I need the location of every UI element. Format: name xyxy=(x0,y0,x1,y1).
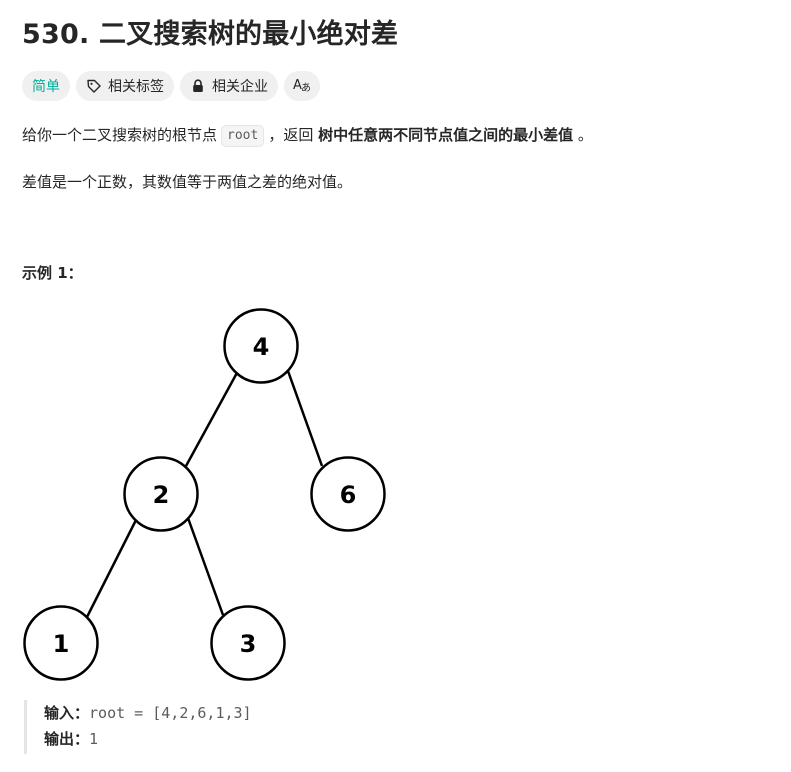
example-input-line: 输入：root = [4,2,6,1,3] xyxy=(44,700,252,726)
input-value: root = [4,2,6,1,3] xyxy=(89,704,252,722)
desc-text-after: 。 xyxy=(577,126,593,144)
tag-bar: 简单 相关标签 相关企业 A xyxy=(22,71,320,101)
svg-text:A: A xyxy=(293,78,302,92)
related-companies-button[interactable]: 相关企业 xyxy=(180,71,278,101)
tree-node-4: 4 xyxy=(223,308,299,384)
inline-code-root: root xyxy=(221,125,265,147)
tree-edge-2-3 xyxy=(186,517,225,616)
tree-edge-4-2 xyxy=(184,370,240,467)
related-tags-button[interactable]: 相关标签 xyxy=(76,71,174,101)
svg-text:あ: あ xyxy=(301,82,311,92)
difficulty-label: 简单 xyxy=(32,79,60,95)
input-label: 输入： xyxy=(44,704,90,722)
tree-node-6: 6 xyxy=(310,456,386,532)
lock-icon xyxy=(190,78,206,94)
tree-edge-2-1 xyxy=(85,517,139,618)
difficulty-badge[interactable]: 简单 xyxy=(22,71,70,101)
example-output-line: 输出：1 xyxy=(44,726,252,752)
related-companies-label: 相关企业 xyxy=(212,79,268,95)
tree-node-2: 2 xyxy=(123,456,199,532)
desc-bold-text: 树中任意两不同节点值之间的最小差值 xyxy=(318,126,574,144)
tree-node-label: 4 xyxy=(253,333,270,361)
description-paragraph-2: 差值是一个正数，其数值等于两值之差的绝对值。 xyxy=(22,173,353,191)
output-label: 输出： xyxy=(44,730,90,748)
example-io-block: 输入：root = [4,2,6,1,3] 输出：1 xyxy=(24,700,252,754)
translate-icon: A あ xyxy=(293,76,311,96)
translate-button[interactable]: A あ xyxy=(284,71,320,101)
tag-icon xyxy=(86,78,102,94)
tree-node-3: 3 xyxy=(210,605,286,681)
example-title: 示例 1： xyxy=(22,264,83,282)
tree-node-label: 6 xyxy=(340,481,357,509)
tree-node-label: 3 xyxy=(240,630,257,658)
tree-node-label: 2 xyxy=(153,481,170,509)
output-value: 1 xyxy=(89,730,99,748)
problem-title: 530. 二叉搜索树的最小绝对差 xyxy=(22,19,399,50)
tree-edge-4-6 xyxy=(286,370,324,467)
desc-text-before: 给你一个二叉搜索树的根节点 xyxy=(22,126,218,144)
tree-node-1: 1 xyxy=(23,605,99,681)
desc-text-middle: ，返回 xyxy=(268,126,314,144)
example-tree-diagram: 4 2 6 1 3 xyxy=(23,308,386,681)
tree-node-label: 1 xyxy=(53,630,70,658)
related-tags-label: 相关标签 xyxy=(108,79,164,95)
